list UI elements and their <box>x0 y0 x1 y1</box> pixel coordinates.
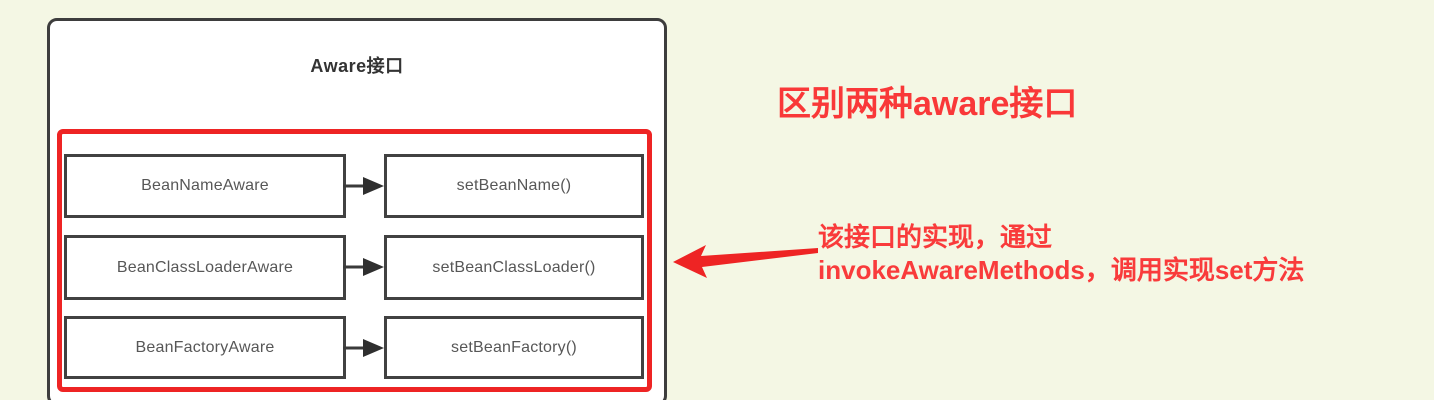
flow-arrow-icon <box>343 339 384 357</box>
annotation-note-line2: invokeAwareMethods，调用实现set方法 <box>818 255 1305 285</box>
method-box-set-bean-factory: setBeanFactory() <box>384 316 644 379</box>
flow-arrow-icon <box>343 177 384 195</box>
method-label: setBeanFactory() <box>451 338 577 356</box>
highlight-rect <box>57 129 652 392</box>
diagram-title: Aware接口 <box>310 56 404 76</box>
interface-label: BeanFactoryAware <box>135 338 275 356</box>
interface-label: BeanClassLoaderAware <box>116 258 294 276</box>
red-annotation-arrow-icon <box>673 245 818 278</box>
annotation-note: 该接口的实现，通过 invokeAwareMethods，调用实现set方法 <box>818 221 1304 287</box>
method-label: setBeanClassLoader() <box>432 258 596 276</box>
section-heading: 区别两种aware接口 <box>777 85 1078 123</box>
interface-box-bean-factory-aware: BeanFactoryAware <box>64 316 346 379</box>
annotation-note-line1: 该接口的实现，通过 <box>818 222 1053 252</box>
flow-arrow-icon <box>343 258 384 276</box>
interface-label: BeanNameAware <box>141 177 269 194</box>
method-label: setBeanName() <box>456 177 572 194</box>
interface-box-bean-class-loader-aware: BeanClassLoaderAware <box>64 235 346 300</box>
method-box-set-bean-name: setBeanName() <box>384 154 644 218</box>
method-box-set-bean-class-loader: setBeanClassLoader() <box>384 235 644 300</box>
interface-box-bean-name-aware: BeanNameAware <box>64 154 346 218</box>
